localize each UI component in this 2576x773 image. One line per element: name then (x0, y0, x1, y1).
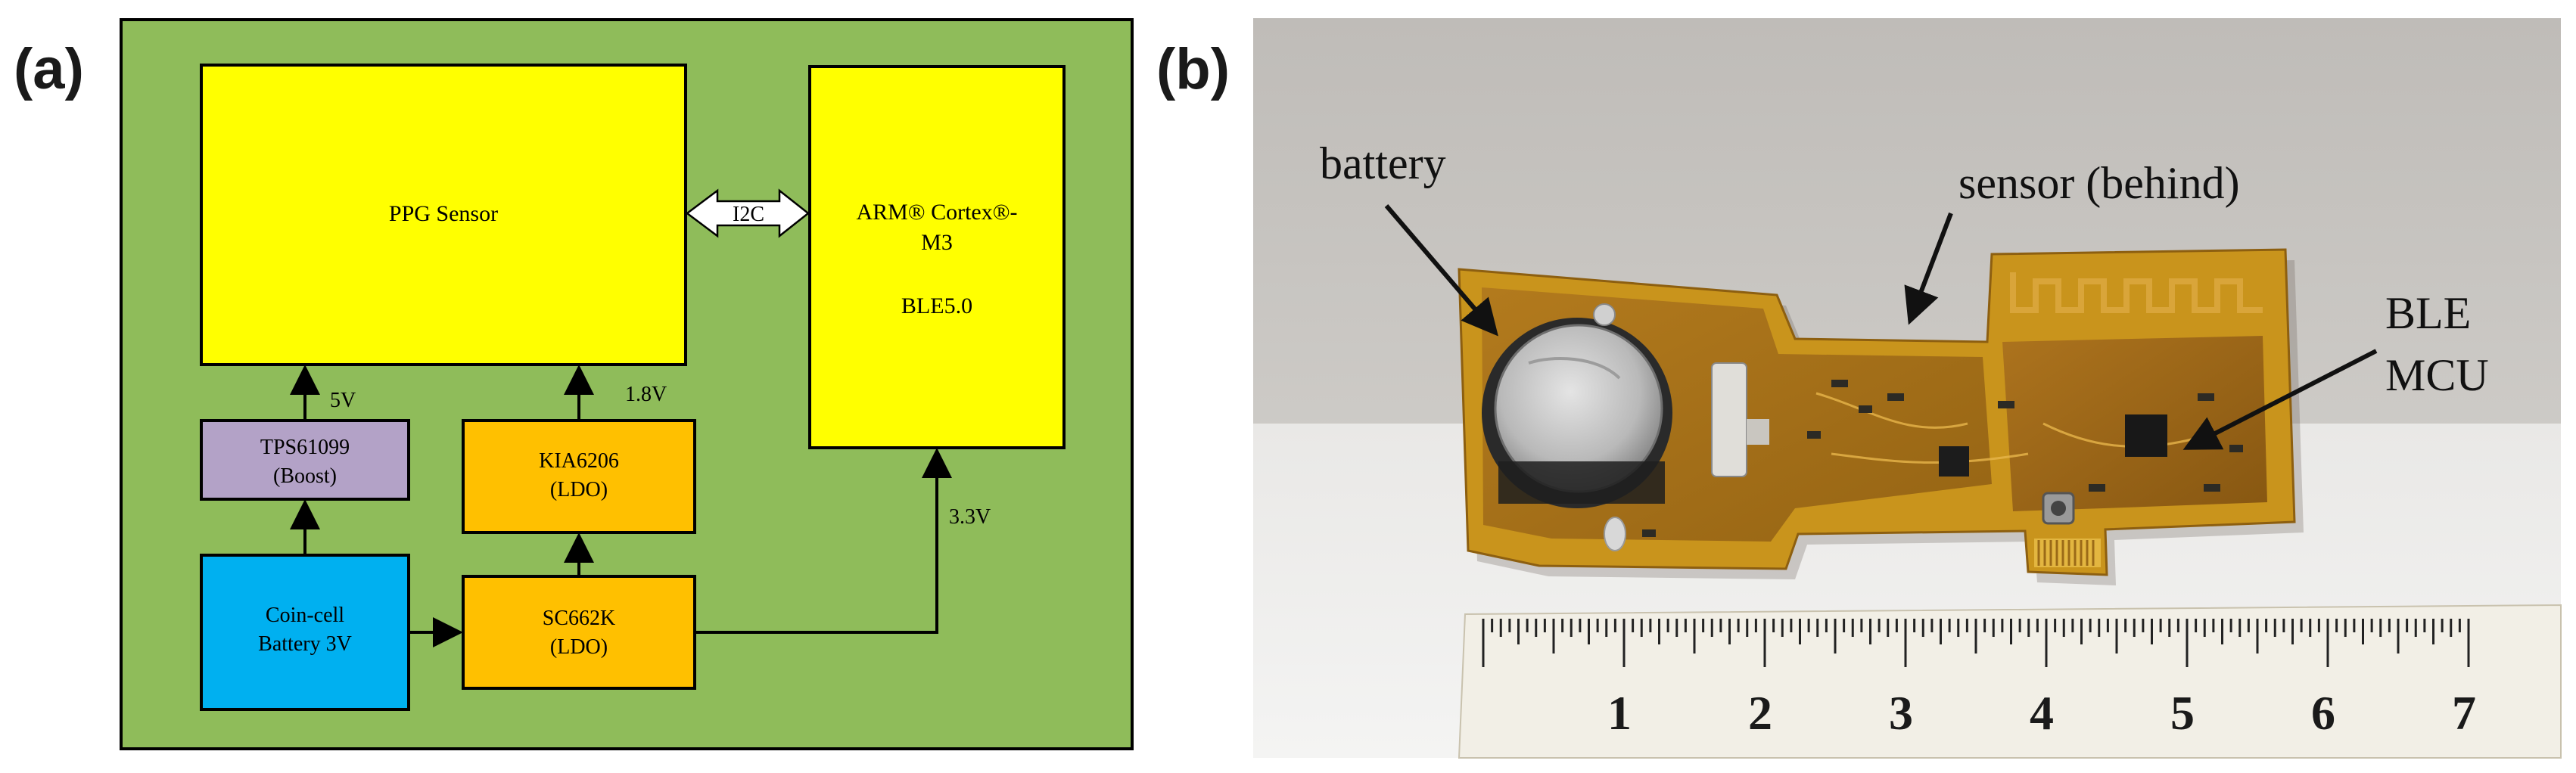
ruler-number: 3 (1889, 686, 1913, 740)
block-diagram: PPG Sensor ARM® Cortex®- M3 BLE5.0 I2C T… (120, 18, 1134, 750)
ppg-sensor-block: PPG Sensor (200, 64, 687, 366)
coin-cell-battery (1482, 303, 1672, 551)
panel-label-b: (b) (1156, 37, 1230, 101)
coin-cell-battery-block: Coin-cell Battery 3V (200, 554, 410, 711)
tps-label-line2: (Boost) (273, 464, 337, 488)
ble-mcu-pointer (2182, 349, 2378, 450)
kia6206-block: KIA6206 (LDO) (462, 419, 696, 534)
ruler-number: 4 (2030, 686, 2054, 740)
i2c-connector: I2C (685, 188, 810, 238)
sc662k-block: SC662K (LDO) (462, 575, 696, 690)
kia-label-line1: KIA6206 (539, 449, 619, 473)
power-arrows (290, 365, 952, 647)
ppg-sensor-label: PPG Sensor (389, 201, 498, 226)
sensor-annotation: sensor (behind) (1958, 158, 2240, 208)
ruler-number: 1 (1607, 686, 1632, 740)
ruler-number: 5 (2170, 686, 2195, 740)
ruler-numbers: 1 2 3 4 5 6 7 (1607, 686, 2476, 740)
coin-label-line2: Battery 3V (258, 632, 352, 656)
i2c-label: I2C (733, 203, 764, 226)
sc-label-line2: (LDO) (550, 635, 608, 659)
sc-label-line1: SC662K (543, 607, 615, 630)
connector-fingers (2034, 539, 2101, 567)
battery-pointer (1384, 204, 1498, 337)
ruler-number: 7 (2452, 686, 2476, 740)
coin-label-line1: Coin-cell (266, 604, 344, 627)
panel-label-a: (a) (14, 37, 84, 101)
arm-label-line3: BLE5.0 (901, 293, 972, 318)
arm-label-line1: ARM® Cortex®- (856, 200, 1017, 225)
ble-annotation-line1: BLE (2385, 288, 2471, 338)
battery-annotation: battery (1320, 138, 1446, 188)
ruler-minor-ticks (1482, 619, 2470, 667)
voltage-1-8v-label: 1.8V (625, 383, 667, 406)
voltage-5v-label: 5V (330, 389, 356, 412)
annotation-arrows (1384, 204, 2378, 450)
sensor-pointer (1904, 212, 1953, 325)
switch-component (1711, 362, 1747, 477)
arm-mcu-block: ARM® Cortex®- M3 BLE5.0 (808, 65, 1066, 449)
device-photo: 1 2 3 4 5 6 7 battery sensor (behind) BLE MCU (1253, 18, 2562, 759)
mcu-chip (2125, 414, 2167, 457)
ruler-number: 2 (1748, 686, 1772, 740)
sensor-chip (1939, 446, 1969, 477)
ruler: 1 2 3 4 5 6 7 (1458, 604, 2562, 759)
tps-label-line1: TPS61099 (260, 436, 350, 459)
voltage-3-3v-label: 3.3V (949, 505, 991, 529)
tps61099-block: TPS61099 (Boost) (200, 419, 410, 501)
arm-label-line2: M3 (921, 230, 953, 255)
ble-annotation-line2: MCU (2385, 350, 2489, 400)
kia-label-line2: (LDO) (550, 478, 608, 501)
ruler-number: 6 (2311, 686, 2335, 740)
arrow-sc-to-arm (695, 448, 952, 634)
